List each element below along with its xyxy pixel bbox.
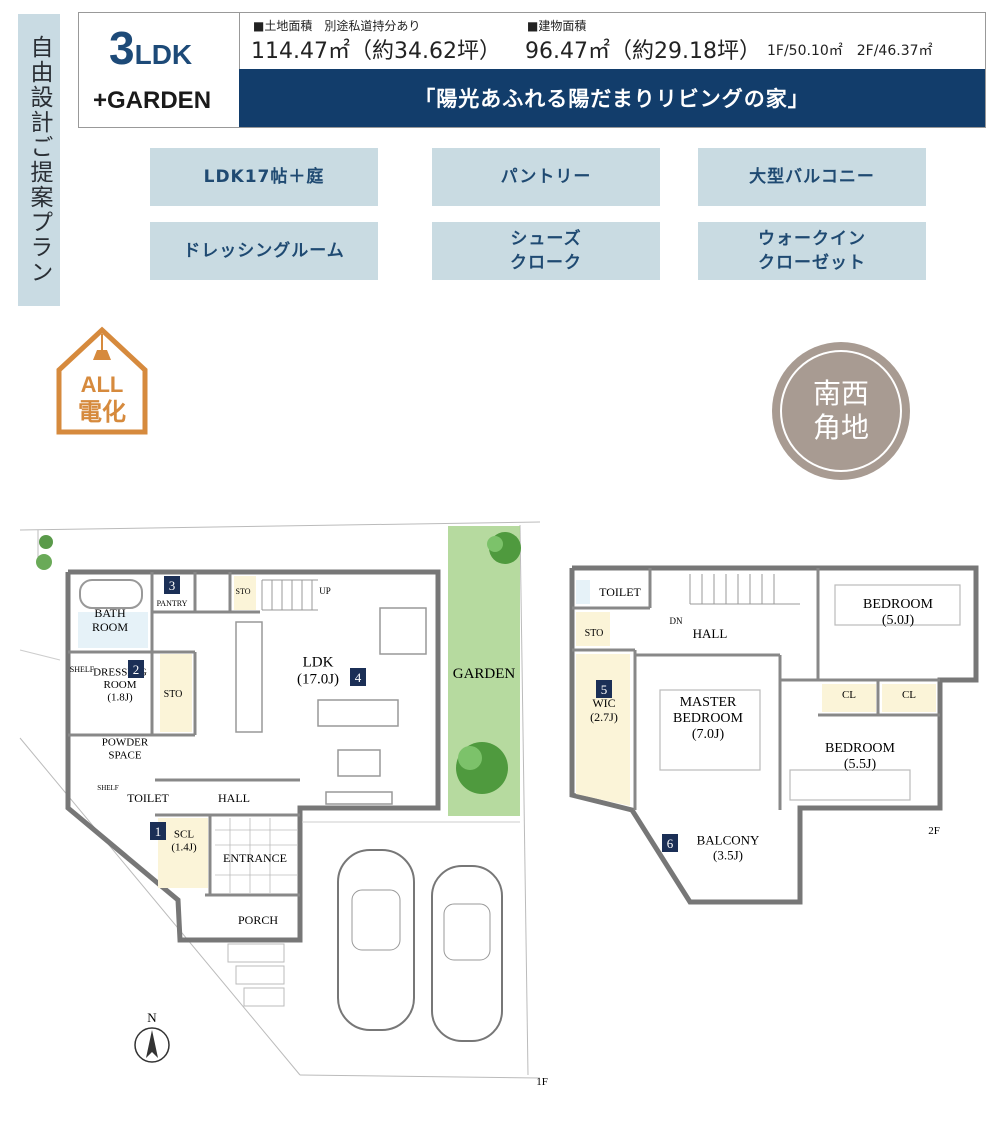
- room-porch: PORCH: [238, 913, 278, 927]
- shrub-icon: [39, 535, 53, 549]
- all-denka-badge: ALL 電化: [56, 326, 148, 435]
- room-hall: HALL: [218, 791, 250, 805]
- corner-lot-text: 南西 角地: [780, 350, 902, 472]
- floor1-label: 1F: [536, 1076, 548, 1088]
- building-area-value: 96.47㎡（約29.18坪）: [525, 39, 761, 64]
- sofa: [317, 699, 399, 727]
- marker-5: 5: [601, 682, 608, 697]
- side-label: 自由設計ご提案プラン: [18, 14, 60, 306]
- room-sto-top: STO: [236, 587, 251, 596]
- bed-icon: [789, 769, 911, 801]
- room-cl1: CL: [842, 689, 856, 701]
- floor-plans: GARDEN: [19, 521, 979, 1088]
- land-area-label: ■土地面積 別途私道持分あり: [253, 19, 421, 33]
- room-bedroom2: BEDROOM(5.5J): [825, 741, 896, 772]
- label-dn: DN: [670, 616, 683, 626]
- car-icon: [431, 865, 503, 1042]
- room-shelf2: SHELF: [97, 784, 119, 792]
- marker-2: 2: [133, 662, 140, 677]
- badge-denka: 電化: [78, 398, 126, 426]
- building-area-label: ■建物面積: [527, 19, 587, 33]
- feature-ldk: LDK17帖＋庭: [150, 148, 378, 206]
- room-cl2: CL: [902, 689, 916, 701]
- room-wic: WIC(2.7J): [590, 696, 618, 724]
- lamp-icon: [93, 350, 111, 360]
- room-toilet-2f: TOILET: [599, 585, 641, 599]
- floor-areas: 1F/50.10㎡ 2F/46.37㎡: [767, 43, 933, 59]
- room-hall-2f: HALL: [693, 626, 728, 641]
- land-area-value: 114.47㎡（約34.62坪）: [251, 39, 501, 64]
- room-ldk: LDK(17.0J): [297, 654, 339, 687]
- header-box: 3LDK +GARDEN ■土地面積 別途私道持分あり 114.47㎡（約34.…: [78, 12, 986, 128]
- house-outline-icon: [56, 326, 148, 435]
- room-scl: SCL(1.4J): [171, 829, 197, 854]
- room-balcony: BALCONY(3.5J): [697, 833, 760, 863]
- feature-dressing: ドレッシングルーム: [150, 222, 378, 280]
- shrub-icon: [36, 554, 52, 570]
- plan-type-box: 3LDK +GARDEN: [79, 13, 240, 127]
- marker-1: 1: [155, 824, 162, 839]
- room-sto: STO: [164, 689, 183, 700]
- plan-garden: +GARDEN: [93, 87, 212, 114]
- feature-balcony: 大型バルコニー: [698, 148, 926, 206]
- room-garden: GARDEN: [453, 666, 516, 682]
- marker-6: 6: [667, 836, 674, 851]
- dining-table: [379, 607, 427, 655]
- kitchen-counter: [235, 621, 263, 733]
- area-row: ■土地面積 別途私道持分あり 114.47㎡（約34.62坪） ■建物面積 96…: [245, 15, 985, 70]
- label-up: UP: [319, 586, 331, 596]
- floor2-label: 2F: [928, 825, 940, 837]
- room-pantry: PANTRY: [157, 599, 188, 608]
- concept-banner: 「陽光あふれる陽だまりリビングの家」: [239, 69, 985, 127]
- feature-pantry: パントリー: [432, 148, 660, 206]
- floor1-plan: GARDEN: [19, 521, 548, 1088]
- marker-4: 4: [355, 670, 362, 685]
- feature-walkin: ウォークイン クローゼット: [698, 222, 926, 280]
- marker-3: 3: [169, 578, 176, 593]
- badge-all: ALL: [81, 372, 124, 397]
- bed-icon: [659, 689, 761, 771]
- north-label: N: [147, 1010, 157, 1025]
- room-bedroom1: BEDROOM(5.0J): [863, 597, 934, 628]
- compass-icon: [134, 1027, 170, 1063]
- bathtub-icon: [79, 579, 143, 609]
- room-sto-2f: STO: [585, 628, 604, 639]
- room-entrance: ENTRANCE: [223, 851, 287, 865]
- plan-type: 3LDK: [109, 22, 193, 74]
- corner-lot-badge: 南西 角地: [772, 342, 910, 480]
- room-shelf: SHELF: [70, 665, 95, 674]
- bed-icon: [834, 584, 961, 626]
- feature-shoes-cloak: シューズ クローク: [432, 222, 660, 280]
- floor2-plan: TOILET DN HALL STO BEDROOM(5.0J) WIC(2.7…: [569, 565, 979, 905]
- car-icon: [337, 849, 415, 1031]
- room-toilet: TOILET: [127, 791, 169, 805]
